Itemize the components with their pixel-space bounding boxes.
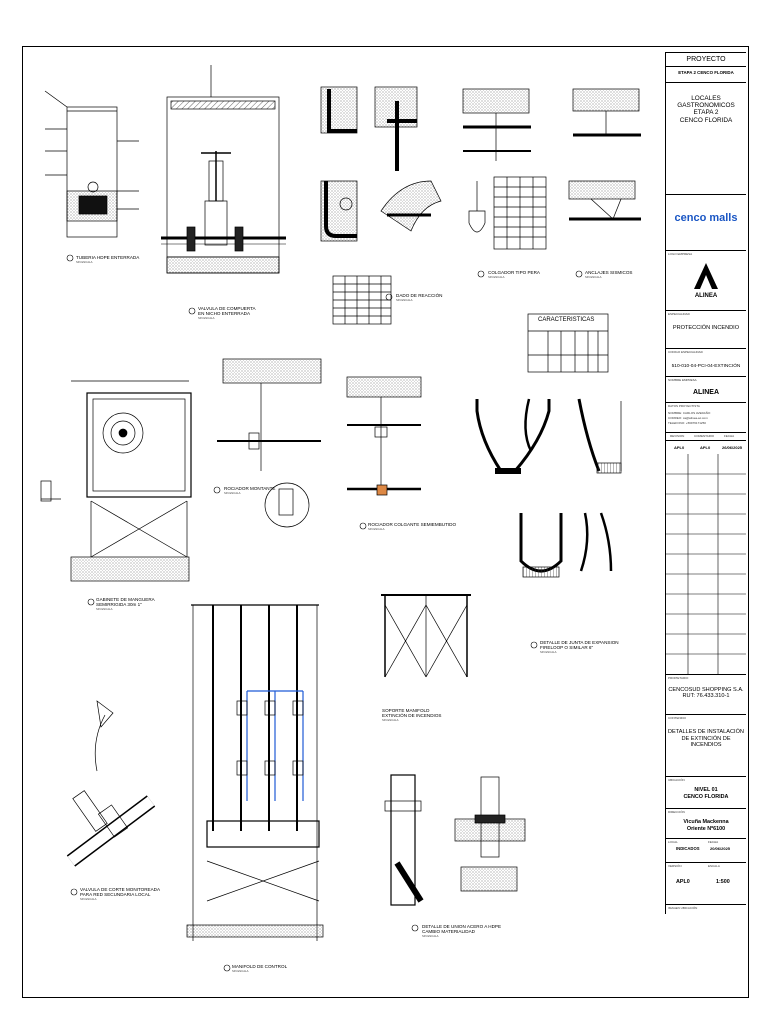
revision-header: REVISION COMENTARIO FECHA (666, 432, 746, 440)
detail-colgador (462, 88, 547, 250)
proyecto-header: PROYECTO (666, 52, 746, 66)
detail-soporte-manifold (381, 594, 471, 678)
detail-drawings (40, 65, 641, 972)
ubicacion-row: UBICACIÓN NIVEL 01 CENCO FLORIDA (666, 776, 746, 808)
imagen-ubicacion-row: IMAGEN UBICACIÓN (666, 904, 746, 914)
label-caracteristicas: CARACTERISTICAS (538, 317, 595, 323)
detail-gabinete (40, 380, 192, 582)
company-logo-row: LOGO EMPRESA ALINEA (666, 250, 746, 310)
codigo-row: CODIGO ESPECIALIDAD 510-010-04-PCI-04-EX… (666, 348, 746, 376)
detail-rociador-montante (217, 358, 322, 528)
contenido-row: CONTENIDO DETALLES DE INSTALACIÓN DE EXT… (666, 714, 746, 776)
label-valvula-corte: VALVULA DE CORTE MONITOREADA PARA RED SE… (80, 887, 161, 902)
drawing-sheet (22, 46, 749, 998)
detail-manifold (186, 604, 324, 941)
propietario-row: PROPIETARIO CENCOSUD SHOPPING S.A. RUT: … (666, 674, 746, 714)
empresa-row: NOMBRE EMPRESA ALINEA (666, 376, 746, 402)
etapa-row: ETAPA 2 CENCO FLORIDA (666, 66, 746, 82)
label-junta: DETALLE DE JUNTA DE EXPANSION FIRELOOP O… (540, 640, 619, 655)
revision-grid (666, 454, 746, 674)
direccion-row: DIRECCIÓN Vicuña Mackenna Oriente Nº6100 (666, 808, 746, 838)
project-name-row: LOCALES GASTRONOMICOS ETAPA 2 CENCO FLOR… (666, 82, 746, 194)
label-gabinete: GABINETE DE MANGUERA SEMIRRIGIDA 30m 1"S… (96, 597, 155, 612)
caracteristicas-table (527, 313, 609, 373)
version-escala-row: VERSIÓN APL0 ESCALA 1:500 (666, 862, 746, 904)
especialidad-row: ESPECIALIDAD PROTECCIÓN INCENDIO (666, 310, 746, 348)
local-fecha-row: LOCAL INDICADOS FECHA 20/06/2025 (666, 838, 746, 862)
dado-table (332, 275, 392, 325)
cenco-malls-logo: cenco malls (674, 212, 738, 224)
revision-row: APL0 APL0 26/06/2025 (666, 440, 746, 454)
detail-valvula-corte (66, 700, 156, 867)
detail-tuberia-hdpe (44, 90, 139, 238)
label-union: DETALLE DE UNION ACERO A HDPE CAMBIO MAT… (422, 924, 502, 939)
detail-rociador-colgante (346, 376, 422, 496)
proyectista-row: DATOS PROYECTISTA NOMBRE: CARLOS AVEDAÑO… (666, 402, 746, 432)
detail-codos (320, 86, 442, 242)
detail-junta-expansion (475, 398, 622, 578)
alinea-logo-icon (694, 263, 718, 289)
title-block: PROYECTO ETAPA 2 CENCO FLORIDA LOCALES G… (665, 52, 746, 914)
detail-union (384, 774, 526, 906)
detail-valvula-compuerta (161, 65, 286, 274)
client-logo-row: cenco malls (666, 194, 746, 250)
detail-anclajes (568, 88, 641, 221)
